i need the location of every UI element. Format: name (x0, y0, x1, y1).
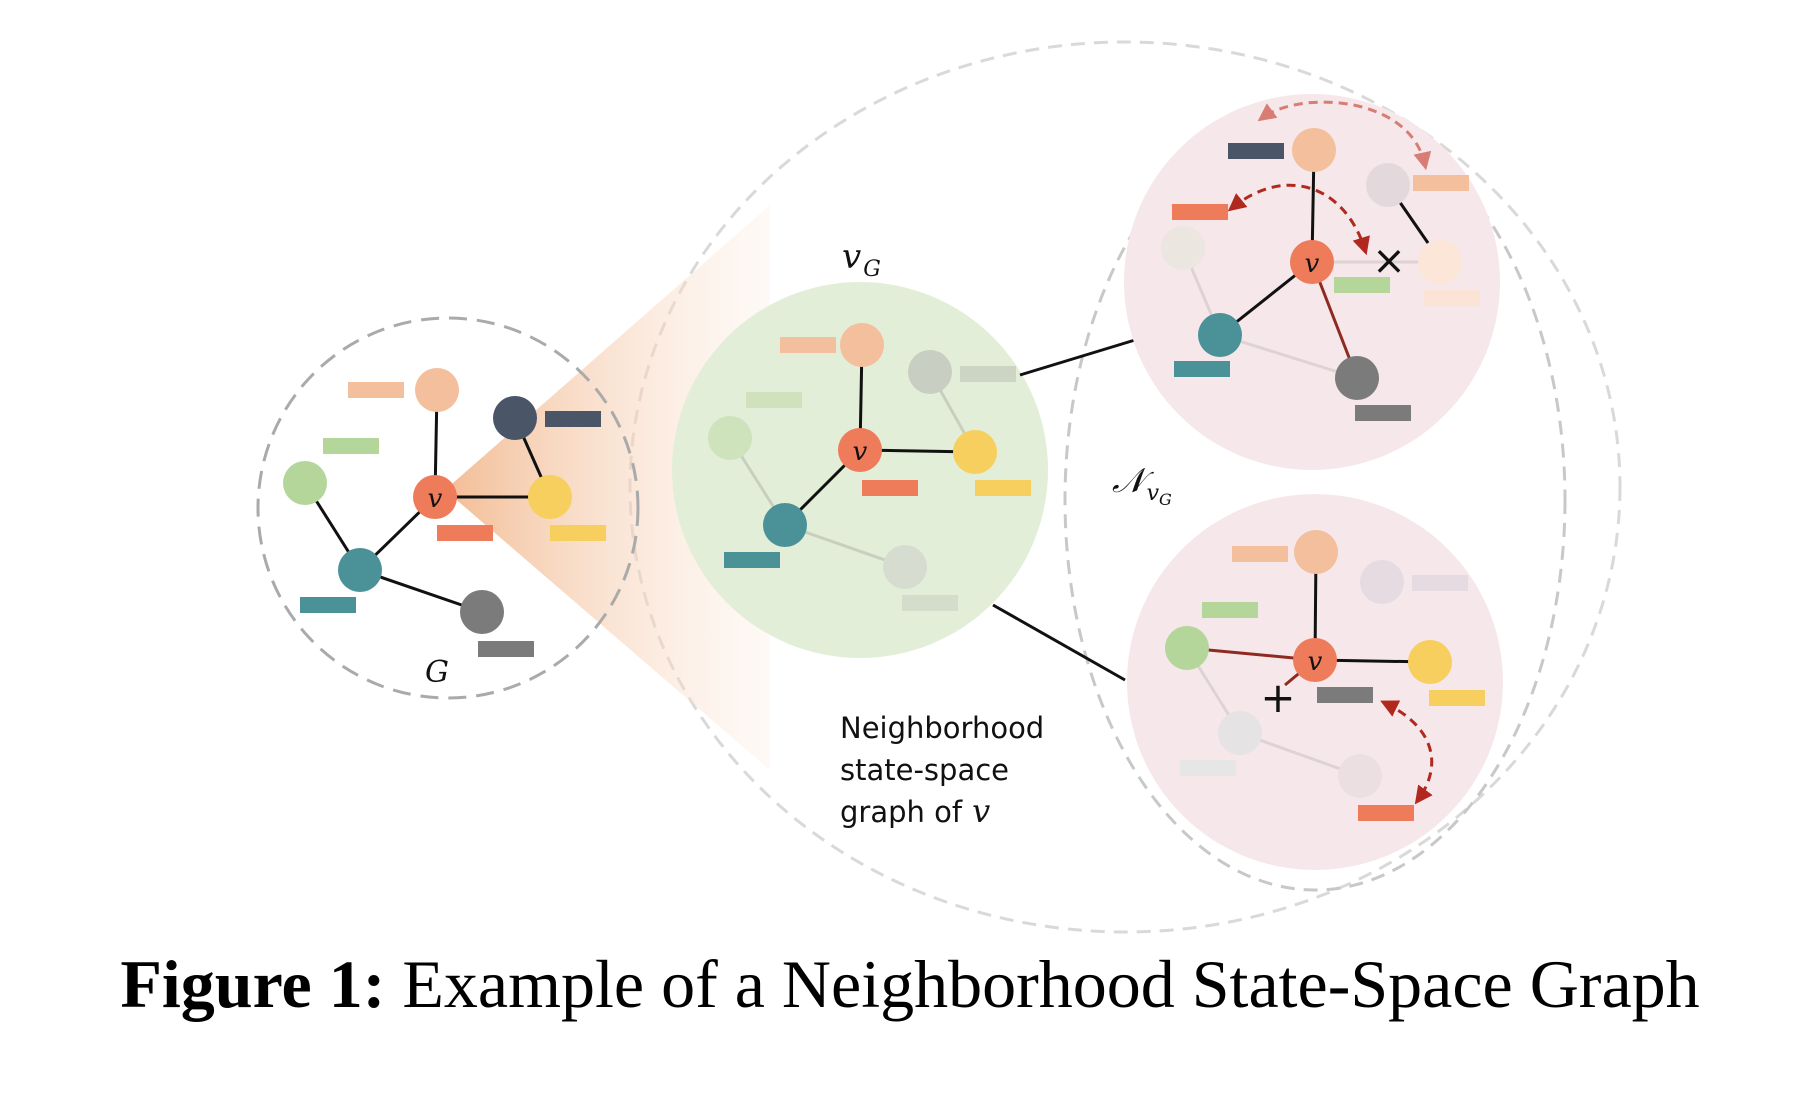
connector-top (1019, 338, 1136, 377)
bottom-center-node (1293, 638, 1337, 682)
figure-caption-label: Figure 1: (120, 946, 386, 1022)
vg-label: vG (842, 237, 881, 282)
figure-caption-text: Example of a Neighborhood State-Space Gr… (402, 946, 1700, 1022)
neighbor-state-bottom: v + (1165, 530, 1485, 821)
neighborhood-label: 𝒩vG (1112, 461, 1172, 509)
top-center-label: v (1305, 249, 1320, 279)
zoom-cone (445, 205, 770, 770)
neighbor-state-top: v × (1161, 100, 1480, 421)
bottom-swap-arrow-dark (1380, 700, 1434, 805)
connector-bottom (992, 603, 1126, 682)
description-line-2: state-space (840, 753, 1009, 787)
graph-g-center-node (413, 475, 457, 519)
bottom-add-marker: + (1260, 673, 1295, 722)
vg-subgraph: v (708, 323, 1031, 611)
graph-g-dashed-circle (256, 316, 640, 700)
graph-g: v (283, 368, 606, 657)
bottom-center-label: v (1308, 647, 1323, 677)
vg-center-node (838, 428, 882, 472)
graph-g-label: G (425, 655, 449, 690)
graph-g-center-label: v (428, 484, 443, 514)
top-remove-marker: × (1372, 238, 1406, 284)
top-swap-arrow-dark (1227, 183, 1370, 256)
vg-center-label: v (853, 437, 868, 467)
description-line-1: Neighborhood (840, 711, 1044, 745)
figure-caption: Figure 1: Example of a Neighborhood Stat… (0, 945, 1820, 1024)
